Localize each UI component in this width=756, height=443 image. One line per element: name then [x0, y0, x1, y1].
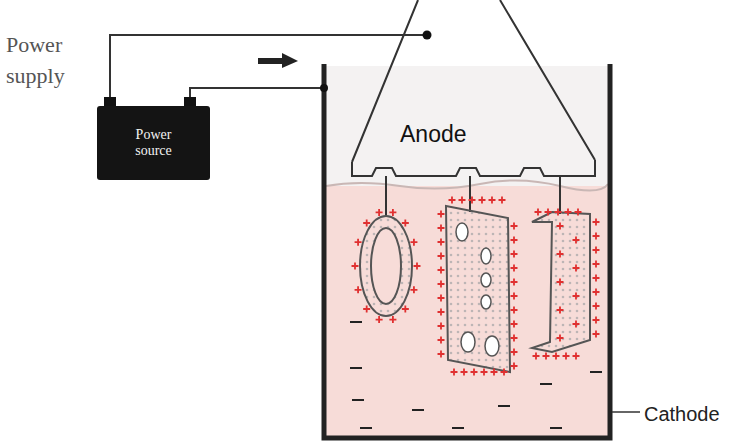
tank-cathode	[324, 64, 610, 438]
cathode-label: Cathode	[644, 400, 720, 428]
anode-hanger	[352, 0, 595, 162]
plate-object	[446, 206, 510, 372]
supply-label: Power supply	[6, 30, 102, 92]
battery-box: Power source	[97, 106, 210, 180]
negative-charges	[350, 322, 602, 428]
current-arrow	[258, 53, 298, 68]
anode-bar	[352, 160, 595, 176]
battery-label: Power source	[119, 127, 189, 159]
positive-charges	[352, 197, 600, 376]
ring-object	[360, 216, 412, 316]
anode-label: Anode	[400, 118, 467, 150]
bracket-object	[532, 212, 590, 352]
leader-line	[612, 411, 640, 413]
hook	[386, 176, 560, 216]
wire	[190, 88, 324, 100]
electrolyte	[326, 186, 608, 436]
wire	[110, 35, 427, 100]
air-space	[326, 66, 608, 186]
